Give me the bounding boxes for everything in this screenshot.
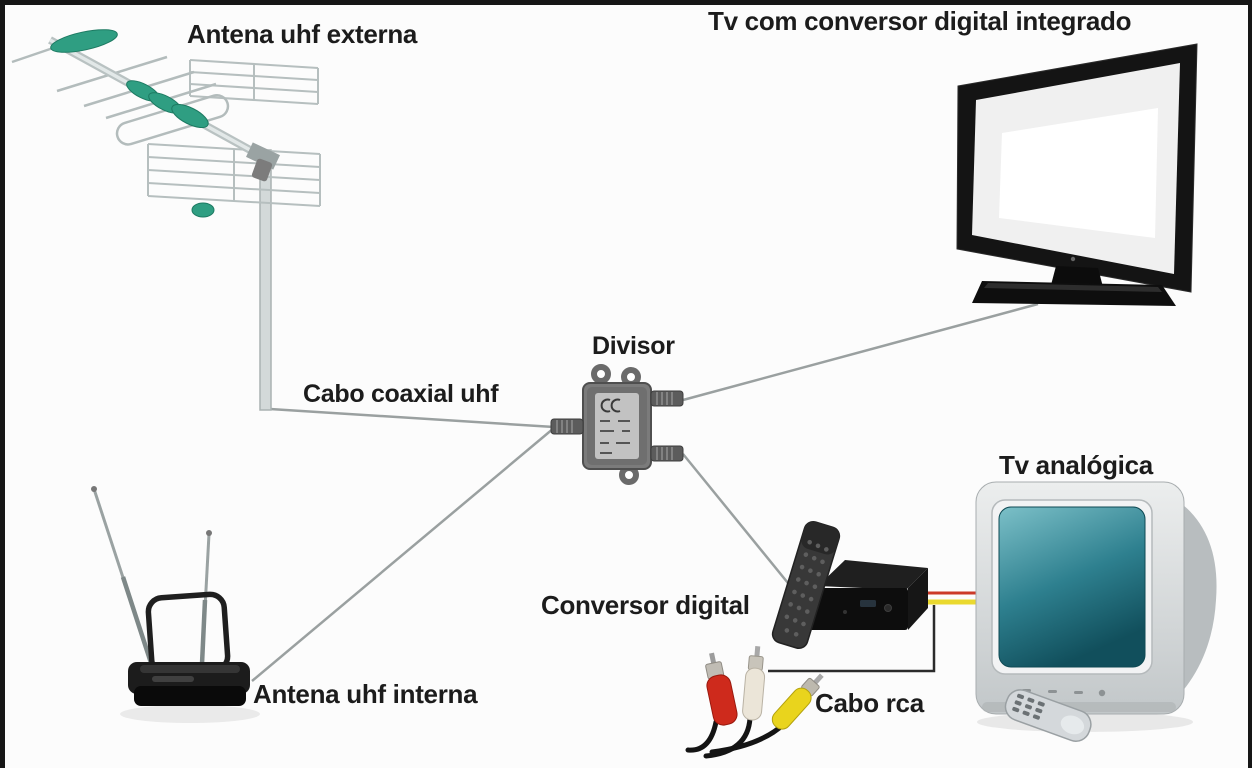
line-external-antenna-to-divisor: [269, 407, 555, 429]
splitter-print: [600, 420, 630, 454]
connector-threads: [556, 392, 673, 460]
converter-knob: [884, 604, 892, 612]
antenna-teal-directors: [50, 29, 215, 218]
label-tv-integrated: Tv com conversor digital integrado: [708, 6, 1132, 36]
rca-plug-white: [742, 646, 766, 721]
line-divisor-to-flat-tv: [682, 302, 1039, 402]
splitter-mount-tabs: [591, 364, 641, 485]
mast-bracket: [246, 142, 280, 170]
antenna-green-balun: [191, 202, 215, 218]
indoor-antenna-rods: [92, 488, 211, 667]
label-converter: Conversor digital: [541, 590, 750, 620]
converter-top-face: [818, 560, 928, 590]
splitter-ce-mark: [600, 398, 621, 413]
border-top: [0, 0, 1252, 5]
line-indoor-antenna-to-divisor: [251, 427, 555, 682]
antenna-connector-box: [251, 158, 273, 182]
flat-tv-screen-highlight: [999, 108, 1158, 238]
remote-icon: [771, 520, 841, 650]
converter-front: [806, 588, 908, 630]
border-left: [0, 0, 5, 768]
converter-display: [860, 600, 876, 607]
indoor-antenna-shadow: [120, 705, 260, 723]
splitter-icon: [550, 364, 684, 485]
border-right: [1248, 0, 1252, 768]
reflector-grid-lower: [147, 143, 321, 207]
label-internal-antenna: Antena uhf interna: [253, 679, 478, 709]
label-coax-cable: Cabo coaxial uhf: [303, 380, 499, 408]
crt-screen: [998, 506, 1146, 668]
label-rca-cable: Cabo rca: [815, 688, 924, 718]
flat-tv-neck: [1051, 266, 1103, 287]
crt-tv-icon: [975, 481, 1217, 742]
rca-plugs-icon: [685, 646, 824, 759]
flat-tv-icon: [956, 43, 1198, 306]
rca-plug-red: [705, 652, 738, 726]
rca-callout-line: [768, 605, 936, 673]
label-external-antenna: Antena uhf externa: [187, 19, 418, 49]
rca-cables: [685, 715, 787, 759]
connection-lines: [251, 302, 1039, 682]
label-divisor: Divisor: [592, 332, 675, 360]
indoor-antenna-icon: [91, 486, 260, 723]
reflector-grid-upper: [189, 59, 319, 105]
external-antenna-icon: [11, 29, 321, 411]
line-divisor-to-converter: [682, 453, 793, 589]
antenna-elements: [11, 30, 230, 146]
label-analog-tv: Tv analógica: [999, 450, 1153, 480]
converter-right-side: [908, 568, 928, 630]
set-top-box-icon: [771, 520, 928, 650]
flat-tv-logo: [1070, 256, 1076, 262]
rca-plug-yellow: [771, 673, 824, 730]
crt-remote-icon: [1004, 689, 1092, 742]
